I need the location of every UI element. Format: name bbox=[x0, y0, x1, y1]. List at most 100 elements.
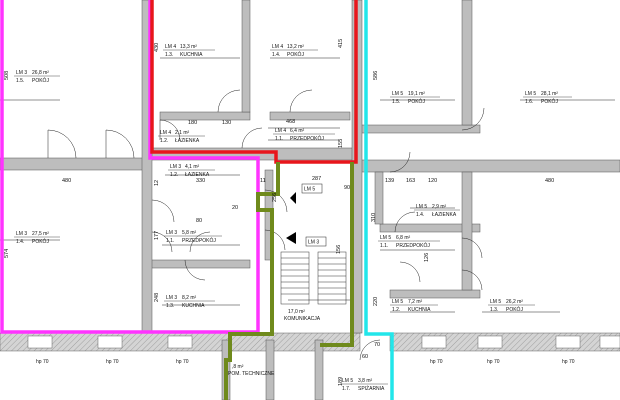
svg-text:480: 480 bbox=[62, 178, 71, 184]
svg-text:LM 3: LM 3 bbox=[16, 231, 27, 237]
svg-text:ŁAZIENKA: ŁAZIENKA bbox=[432, 212, 457, 218]
svg-text:ŁAZIENKA: ŁAZIENKA bbox=[185, 172, 210, 178]
lm4-outline bbox=[150, 0, 358, 164]
svg-text:90: 90 bbox=[344, 185, 350, 191]
svg-text:ŁAZIENKA: ŁAZIENKA bbox=[175, 138, 200, 144]
svg-text:LM 4: LM 4 bbox=[272, 44, 283, 50]
svg-text:13,3 m²: 13,3 m² bbox=[180, 44, 197, 50]
svg-text:LM 5: LM 5 bbox=[490, 299, 501, 305]
svg-text:1.3.: 1.3. bbox=[490, 307, 498, 313]
svg-text:80: 80 bbox=[196, 218, 202, 224]
svg-text:8,2 m²: 8,2 m² bbox=[182, 295, 197, 301]
wall-h-kitchen4 bbox=[159, 111, 251, 121]
svg-text:LM 4: LM 4 bbox=[165, 44, 176, 50]
unit-outlines bbox=[0, 0, 394, 400]
svg-text:SPIŻARNIA: SPIŻARNIA bbox=[358, 385, 385, 392]
svg-text:1.1.: 1.1. bbox=[166, 238, 174, 244]
room-pom-techniczne: ,8 m² POM. TECHNICZNE bbox=[228, 364, 275, 377]
svg-text:60: 60 bbox=[362, 354, 368, 360]
svg-text:1.2.: 1.2. bbox=[160, 138, 168, 144]
svg-text:1.3.: 1.3. bbox=[165, 52, 173, 58]
wall-h-left bbox=[0, 157, 151, 171]
svg-text:1.5.: 1.5. bbox=[392, 99, 400, 105]
dimension-labels: 480 480 468 330 180 130 139 163 120 80 9… bbox=[4, 39, 554, 386]
svg-text:LM 4: LM 4 bbox=[160, 130, 171, 136]
svg-text:1.2.: 1.2. bbox=[170, 172, 178, 178]
svg-text:LM 5: LM 5 bbox=[342, 378, 353, 384]
windows bbox=[27, 335, 620, 349]
room-lm3-lazienka: LM 3 4,1 m² 1.2. ŁAZIENKA bbox=[168, 164, 215, 178]
svg-text:hp 70: hp 70 bbox=[106, 359, 119, 365]
svg-text:LM 5: LM 5 bbox=[525, 91, 536, 97]
svg-text:LM 3: LM 3 bbox=[16, 70, 27, 76]
svg-text:POKÓJ: POKÓJ bbox=[541, 98, 558, 105]
svg-text:480: 480 bbox=[545, 178, 554, 184]
wall-v-6 bbox=[461, 171, 473, 291]
svg-text:156: 156 bbox=[336, 245, 342, 254]
svg-text:130: 130 bbox=[222, 120, 231, 126]
wall-h-kitchen3 bbox=[149, 259, 251, 269]
svg-text:310: 310 bbox=[371, 213, 377, 222]
svg-text:13,2 m²: 13,2 m² bbox=[287, 44, 304, 50]
svg-text:468: 468 bbox=[286, 119, 295, 125]
svg-text:12: 12 bbox=[154, 180, 160, 186]
svg-text:LM 3: LM 3 bbox=[170, 164, 181, 170]
tag-lm3: LM 3 bbox=[308, 240, 319, 246]
svg-text:POKÓJ: POKÓJ bbox=[32, 77, 49, 84]
svg-text:KUCHNIA: KUCHNIA bbox=[180, 52, 203, 58]
svg-text:1.4.: 1.4. bbox=[272, 52, 280, 58]
svg-text:139: 139 bbox=[385, 178, 394, 184]
svg-text:2,1 m²: 2,1 m² bbox=[175, 130, 190, 136]
svg-text:26,8 m²: 26,8 m² bbox=[32, 70, 49, 76]
svg-text:586: 586 bbox=[373, 71, 379, 80]
svg-text:6,4 m²: 6,4 m² bbox=[290, 128, 305, 134]
svg-text:KUCHNIA: KUCHNIA bbox=[182, 303, 205, 309]
lm5-outline bbox=[364, 0, 394, 400]
svg-text:508: 508 bbox=[4, 71, 10, 80]
svg-text:574: 574 bbox=[4, 249, 10, 258]
svg-text:LM 5: LM 5 bbox=[392, 91, 403, 97]
tag-lm5: LM 5 bbox=[304, 187, 315, 193]
wall-h-lm5-hall bbox=[379, 223, 481, 233]
svg-text:26,2 m²: 26,2 m² bbox=[506, 299, 523, 305]
room-lm4-kuchnia: LM 4 13,3 m² 1.3. KUCHNIA bbox=[163, 44, 215, 58]
svg-text:256: 256 bbox=[272, 193, 278, 202]
svg-text:1.1.: 1.1. bbox=[275, 136, 283, 142]
svg-text:PRZEDPOKÓJ: PRZEDPOKÓJ bbox=[396, 242, 430, 249]
svg-text:4,1 m²: 4,1 m² bbox=[185, 164, 200, 170]
svg-text:hp 70: hp 70 bbox=[36, 359, 49, 365]
common-outline-bottom bbox=[320, 162, 354, 347]
svg-text:3,8 m²: 3,8 m² bbox=[358, 378, 373, 384]
wall-h-lm5-top bbox=[359, 124, 481, 134]
svg-text:LM 5: LM 5 bbox=[380, 235, 391, 241]
svg-text:180: 180 bbox=[188, 120, 197, 126]
doors bbox=[47, 89, 485, 361]
wall-v-2 bbox=[241, 0, 251, 113]
wall-v-8 bbox=[314, 339, 324, 400]
svg-text:2,9 m²: 2,9 m² bbox=[432, 204, 447, 210]
svg-text:20: 20 bbox=[232, 205, 238, 211]
wall-v-10 bbox=[265, 339, 275, 400]
svg-text:POM. TECHNICZNE: POM. TECHNICZNE bbox=[228, 371, 275, 377]
room-komunikacja: 17,0 m² KOMUNIKACJA bbox=[284, 309, 321, 322]
svg-text:189: 189 bbox=[338, 377, 344, 386]
inner-lines bbox=[0, 57, 615, 313]
room-lm5-pokoj-13: LM 5 26,2 m² 1.3. POKÓJ bbox=[488, 299, 535, 313]
room-lm4-lazienka: LM 4 2,1 m² 1.2. ŁAZIENKA bbox=[158, 130, 205, 144]
svg-text:126: 126 bbox=[424, 253, 430, 262]
svg-text:POKÓJ: POKÓJ bbox=[32, 238, 49, 245]
svg-text:1.5.: 1.5. bbox=[16, 78, 24, 84]
wall-v-7 bbox=[374, 171, 384, 225]
svg-text:POKÓJ: POKÓJ bbox=[287, 51, 304, 58]
svg-text:POKÓJ: POKÓJ bbox=[408, 98, 425, 105]
unit-tags: LM 5 LM 3 bbox=[286, 183, 327, 247]
svg-text:POKÓJ: POKÓJ bbox=[506, 306, 523, 313]
